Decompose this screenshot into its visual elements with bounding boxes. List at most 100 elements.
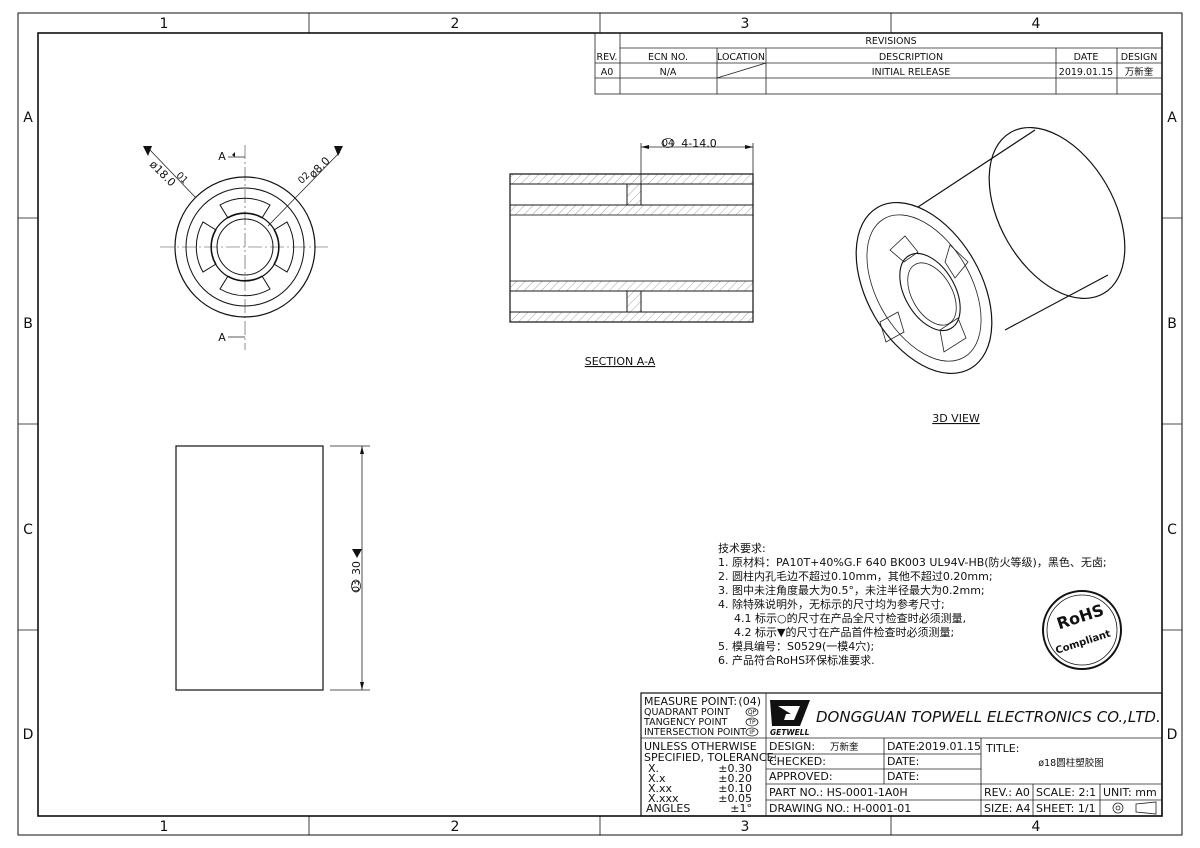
dim-outer-diameter-ref: 01 <box>174 170 190 186</box>
zone-row-a-left: A <box>23 110 33 126</box>
bore-inner <box>216 218 274 276</box>
revisions-table: REVISIONS REV. ECN NO. LOCATION DESCRIPT… <box>594 32 1163 95</box>
checked-label: CHECKED: <box>769 755 826 768</box>
tolerance-line2: SPECIFIED, TOLERANCE: <box>644 751 777 764</box>
tolerance-val-5: ±1° <box>730 802 752 815</box>
zone-row-d-right: D <box>1167 727 1178 743</box>
title-value: ø18圆柱塑胶图 <box>1038 757 1103 769</box>
note-6: 6. 产品符合RoHS环保标准要求. <box>718 653 875 667</box>
design-value: 万新奎 <box>830 741 859 753</box>
note-2: 2. 圆柱内孔毛边不超过0.10mm，其他不超过0.20mm; <box>718 569 993 583</box>
technical-notes: 技术要求: 1. 原材料：PA10T+40%G.F 640 BK003 UL94… <box>718 542 1107 667</box>
rev-row-description: INITIAL RELEASE <box>872 67 951 78</box>
zone-col-1-top: 1 <box>160 16 169 32</box>
zone-row-c-right: C <box>1167 522 1177 538</box>
zone-row-c-left: C <box>23 522 33 538</box>
inner-border <box>37 32 1163 817</box>
tolerance-key-2: X.x <box>648 772 666 785</box>
measure-intersection-code: IP <box>749 729 755 736</box>
section-dim: 4-14.0 <box>681 137 716 150</box>
zone-col-4-bottom: 4 <box>1032 819 1041 835</box>
scale-field: SCALE: 2:1 <box>1036 786 1096 799</box>
tolerance-key-5: ANGLES <box>646 802 690 815</box>
tolerance-key-1: X. <box>648 762 659 775</box>
rev-row-date: 2019.01.15 <box>1059 67 1113 78</box>
title-label: TITLE: <box>985 742 1019 755</box>
size-field: SIZE: A4 <box>984 802 1030 815</box>
zone-labels: 1 2 3 4 1 2 3 4 A B C D A B C D <box>23 16 1178 835</box>
section-mark-top: A <box>218 150 226 163</box>
outer-diameter <box>174 176 316 318</box>
approved-label: APPROVED: <box>769 770 833 783</box>
section-view: 04 4-14.0 SECTION A-A <box>509 137 754 368</box>
zone-row-b-left: B <box>23 316 33 332</box>
note-4-2: 4.2 标示▼的尺寸在产品首件检查时必须测量; <box>734 625 954 639</box>
note-5: 5. 模具编号：S0529(一模4穴); <box>718 639 874 653</box>
rev-row-rev: A0 <box>601 67 614 78</box>
projection-symbol-icon <box>1112 801 1157 815</box>
company-logo: GETWELL <box>770 700 810 737</box>
unit-field: UNIT: mm <box>1103 786 1157 799</box>
iso-view: 3D VIEW <box>855 126 1126 425</box>
rev-header-rev: REV. <box>597 52 618 63</box>
side-view: 30 03 <box>175 445 370 691</box>
tolerance-key-3: X.xx <box>648 782 673 795</box>
zone-row-b-right: B <box>1167 316 1177 332</box>
measure-title: MEASURE POINT: <box>644 695 737 708</box>
note-3: 3. 图中未注角度最大为0.5°，未注半径最大为0.2mm; <box>718 583 985 597</box>
iso-label: 3D VIEW <box>932 412 980 425</box>
side-dim-ref: 03 <box>351 580 362 592</box>
zone-col-4-top: 4 <box>1032 16 1041 32</box>
rev-field: REV.: A0 <box>984 786 1030 799</box>
date1-value: 2019.01.15 <box>918 740 981 753</box>
tolerance-val-3: ±0.10 <box>718 782 752 795</box>
logo-text: GETWELL <box>770 728 810 737</box>
rev-header-date: DATE <box>1074 52 1099 63</box>
revisions-title: REVISIONS <box>865 36 916 47</box>
zone-ticks <box>18 13 1182 835</box>
rohs-compliant-text: Compliant <box>1054 628 1112 656</box>
measure-tangency: TANGENCY POINT <box>643 717 728 728</box>
measure-tangency-code: TP <box>747 719 756 726</box>
rev-header-design: DESIGN <box>1121 52 1158 63</box>
ring-inner-edge <box>185 187 305 307</box>
measure-intersection: INTERSECTION POINT <box>644 727 746 738</box>
notes-title: 技术要求: <box>718 542 766 555</box>
side-dim: 30 <box>350 561 363 575</box>
date2-label: DATE: <box>887 755 919 768</box>
front-view: A A ø18.0 01 ø8.0 02 <box>143 145 343 350</box>
section-mark-bottom: A <box>218 331 226 344</box>
measure-quadrant-code: QP <box>748 709 757 716</box>
tolerance-line1: UNLESS OTHERWISE <box>644 740 757 753</box>
note-4: 4. 除特殊说明外，无标示的尺寸均为参考尺寸; <box>718 597 945 611</box>
zone-col-3-bottom: 3 <box>741 819 750 835</box>
zone-col-1-bottom: 1 <box>160 819 169 835</box>
section-label: SECTION A-A <box>585 355 656 368</box>
measure-quadrant: QUADRANT POINT <box>644 707 730 718</box>
rev-header-ecn: ECN NO. <box>648 52 688 63</box>
zone-row-a-right: A <box>1167 110 1177 126</box>
zone-row-d-left: D <box>23 727 34 743</box>
zone-col-2-bottom: 2 <box>451 819 460 835</box>
title-block: MEASURE POINT: (04) QUADRANT POINT QP TA… <box>640 692 1163 817</box>
tolerance-val-2: ±0.20 <box>718 772 752 785</box>
zone-col-2-top: 2 <box>451 16 460 32</box>
date1-label: DATE: <box>887 740 919 753</box>
drawing-no: DRAWING NO.: H-0001-01 <box>769 802 911 815</box>
date3-label: DATE: <box>887 770 919 783</box>
rev-header-location: LOCATION <box>717 52 765 63</box>
design-label: DESIGN: <box>769 740 815 753</box>
rev-header-description: DESCRIPTION <box>879 52 943 63</box>
rohs-text: RoHS <box>1054 600 1106 633</box>
spoke-slots <box>195 197 295 297</box>
zone-col-3-top: 3 <box>741 16 750 32</box>
measure-count: (04) <box>738 695 761 708</box>
section-dim-ref: 04 <box>662 138 674 149</box>
company-name: DONGGUAN TOPWELL ELECTRONICS CO.,LTD. <box>816 708 1161 726</box>
tolerance-val-1: ±0.30 <box>718 762 752 775</box>
tolerance-val-4: ±0.05 <box>718 792 752 805</box>
rohs-badge: RoHS Compliant <box>1042 590 1122 670</box>
rev-row-design: 万新奎 <box>1125 66 1154 78</box>
note-4-1: 4.1 标示○的尺寸在产品全尺寸检查时必须测量, <box>734 611 966 625</box>
